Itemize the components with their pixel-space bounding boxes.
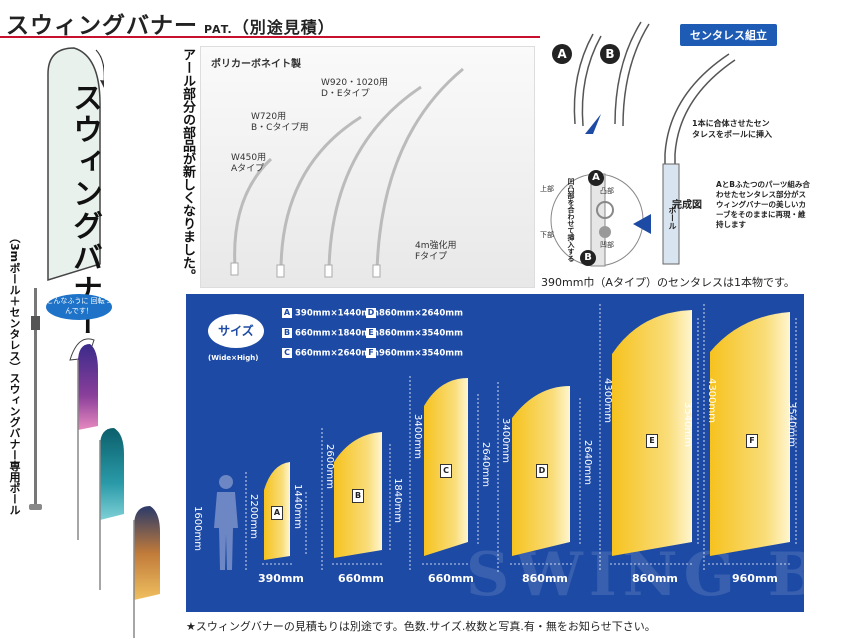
assembly-illustration bbox=[550, 21, 736, 267]
pole-joint bbox=[31, 316, 40, 330]
title-underline bbox=[0, 36, 540, 38]
label-bc-1: W720用 bbox=[251, 112, 287, 122]
small-flags bbox=[69, 338, 160, 638]
label-bc-2: B・Cタイプ用 bbox=[251, 123, 309, 133]
flag-a-width: 390mm bbox=[258, 572, 304, 585]
note-insert: 1本に合体させたセンタレスをポールに挿入 bbox=[692, 119, 772, 139]
flag-b-tag: B bbox=[352, 489, 364, 503]
flag-e-width: 860mm bbox=[632, 572, 678, 585]
pole-base bbox=[29, 504, 42, 510]
part-a-badge: A bbox=[552, 44, 572, 64]
up-label: 上部 bbox=[540, 185, 554, 193]
flag-e-height: 3540mm bbox=[682, 402, 693, 447]
footer-note: ★スウィングバナーの見積もりは別途です。色数.サイズ.枚数と写真.有・無をお知ら… bbox=[186, 620, 656, 633]
subtitle: （別途見積） bbox=[232, 18, 335, 37]
flag-d-height: 2640mm bbox=[582, 440, 593, 485]
concave-label: 凹部 bbox=[600, 241, 614, 249]
flag-c-tag: C bbox=[440, 464, 452, 478]
size-label: サイズ bbox=[208, 314, 264, 348]
label-f-2: Fタイプ bbox=[415, 252, 448, 262]
part-b-badge: B bbox=[600, 44, 620, 64]
assembly-caption: 390mm巾（Aタイプ）のセンタレスは1本物です。 bbox=[541, 276, 795, 289]
photo-title: ポリカーボネイト製 bbox=[211, 59, 301, 70]
flag-f-total: 4300mm bbox=[706, 378, 717, 423]
pole bbox=[34, 288, 37, 506]
human-silhouette bbox=[214, 475, 238, 570]
parts-arcs bbox=[230, 67, 464, 278]
flag-c-width: 660mm bbox=[428, 572, 474, 585]
flag-a-total: 2200mm bbox=[248, 494, 259, 539]
note-centerless: AとBふたつのパーツ組み合わせたセンタレス部分がスウィングバナーの美しいカーブを… bbox=[716, 180, 810, 229]
down-label: 下部 bbox=[540, 231, 554, 239]
main-banner-illustration bbox=[47, 47, 104, 282]
flag-c-height: 2640mm bbox=[480, 442, 491, 487]
flag-shapes bbox=[245, 304, 797, 572]
flag-c-total: 3400mm bbox=[412, 414, 423, 459]
flag-d-tag: D bbox=[536, 464, 548, 478]
convex-label: 凸部 bbox=[600, 187, 614, 195]
detail-b-badge: B bbox=[580, 250, 596, 266]
flag-b-width: 660mm bbox=[338, 572, 384, 585]
pole-caption: （3mポール＋センタレス）スウィングバナー専用ポール bbox=[8, 232, 21, 516]
flag-e-tag: E bbox=[646, 434, 658, 448]
guide-label: 凹凸部を合わせて挿入する bbox=[567, 178, 575, 262]
flag-b-height: 1840mm bbox=[392, 478, 403, 523]
label-a-2: Aタイプ bbox=[231, 164, 265, 174]
pole-label: ポール bbox=[668, 206, 677, 230]
label-f-1: 4m強化用 bbox=[415, 241, 457, 251]
kansei-label: 完成図 bbox=[672, 200, 702, 211]
flag-f-height: 3540mm bbox=[786, 402, 797, 447]
flag-a-tag: A bbox=[271, 506, 283, 520]
photo-caption-vertical: アール部分の部品が新しくなりました。 bbox=[180, 48, 195, 282]
flag-f-tag: F bbox=[746, 434, 758, 448]
detail-a-badge: A bbox=[588, 170, 604, 186]
flag-d-total: 3400mm bbox=[500, 418, 511, 463]
label-de-2: D・Eタイプ bbox=[321, 89, 370, 99]
page-title: スウィングバナー PAT.（別途見積） bbox=[6, 6, 335, 40]
flag-a-height: 1440mm bbox=[292, 484, 303, 529]
flag-d-width: 860mm bbox=[522, 572, 568, 585]
assembly-badge: センタレス組立 bbox=[680, 24, 777, 46]
label-de-1: W920・1020用 bbox=[321, 78, 388, 88]
human-height: 1600mm bbox=[192, 506, 203, 551]
flag-e-total: 4300mm bbox=[602, 378, 613, 423]
bubble: こんなふうに 回転つんです！ bbox=[46, 294, 112, 320]
pat-label: PAT. bbox=[204, 23, 233, 36]
flag-b-total: 2600mm bbox=[324, 444, 335, 489]
flag-f-width: 960mm bbox=[732, 572, 778, 585]
title-text: スウィングバナー bbox=[6, 13, 198, 39]
photo-parts: ポリカーボネイト製 W920・1020用 D・Eタイプ W720用 B・Cタイプ… bbox=[200, 46, 535, 288]
wh-label: (Wide×High) bbox=[208, 354, 259, 362]
label-a-1: W450用 bbox=[231, 153, 267, 163]
